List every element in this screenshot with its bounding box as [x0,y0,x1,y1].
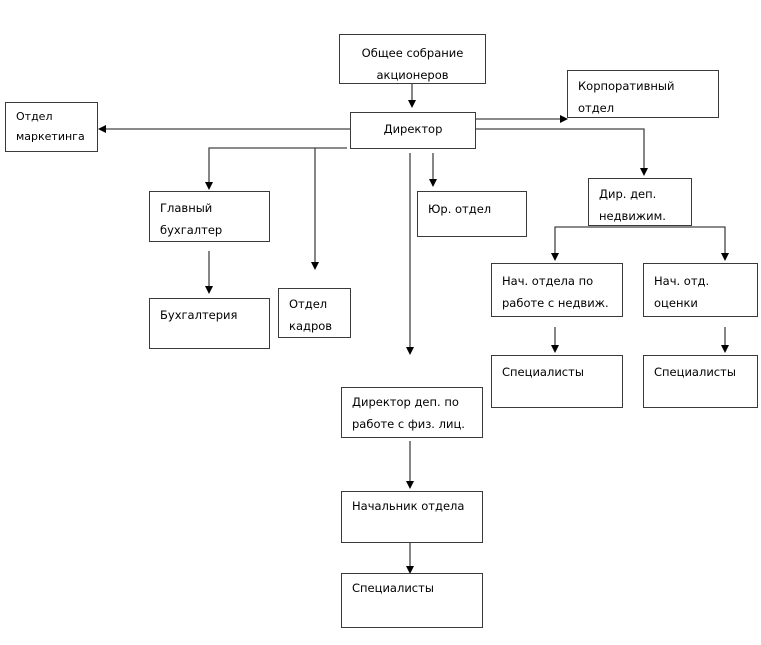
node-label: маркетинга [16,130,85,143]
arrowhead [560,115,568,123]
arrowhead [551,345,559,353]
node-label: недвижим. [599,209,666,223]
edge-realestate-director-heads [554,226,726,253]
arrowhead [406,566,414,574]
node-label: оценки [654,296,698,310]
node-label: Начальник отдела [352,499,465,513]
edge-director-chief-accountant [208,147,347,182]
arrowhead [98,125,106,133]
edge-director-realestate-director [476,128,645,168]
node-label: отдел [578,101,615,115]
node-realestate-director: Дир. деп. недвижим. [588,178,692,226]
node-label: Директор [383,122,443,136]
node-label: бухгалтер [160,223,223,237]
node-hr: Отдел кадров [278,288,351,338]
node-realestate-head: Нач. отдела по работе с недвиж. [491,263,623,317]
arrowhead [429,179,437,187]
node-label: Юр. отдел [428,202,492,216]
node-label: Бухгалтерия [160,308,238,322]
node-label: кадров [289,319,333,333]
arrowhead [721,253,729,261]
arrowhead [311,262,319,270]
arrowhead [406,347,414,355]
node-valuation-head: Нач. отд. оценки [643,263,758,317]
arrowhead [640,168,648,176]
node-label: Нач. отдела по [502,274,594,288]
node-realestate-specialists: Специалисты [491,355,623,408]
node-chief-accountant: Главный бухгалтер [149,191,270,242]
node-label: Общее собрание [361,46,464,60]
node-individuals-head: Начальник отдела [341,491,483,543]
arrowhead [408,100,416,108]
node-label: акционеров [376,68,449,82]
arrowhead [205,182,213,190]
arrowhead [205,286,213,294]
node-label: Специалисты [654,365,736,379]
node-label: Директор деп. по [352,395,459,409]
node-corporate: Корпоративный отдел [567,70,719,118]
arrowhead [406,481,414,489]
node-director: Директор [350,112,476,149]
node-shareholders: Общее собрание акционеров [339,34,486,84]
node-individuals-director: Директор деп. по работе с физ. лиц. [341,387,483,438]
arrowhead [551,253,559,261]
node-label: Главный [160,201,213,215]
node-label: Отдел [16,110,53,123]
node-marketing: Отдел маркетинга [5,102,98,152]
node-legal: Юр. отдел [417,191,527,237]
node-label: Специалисты [502,365,584,379]
node-accounting: Бухгалтерия [149,298,270,349]
node-label: работе с недвиж. [502,296,609,310]
node-label: Дир. деп. [599,187,657,201]
node-label: Специалисты [352,581,434,595]
node-label: Корпоративный [578,79,675,93]
node-label: Нач. отд. [654,274,710,288]
node-label: Отдел [289,297,328,311]
node-label: работе с физ. лиц. [352,417,465,431]
node-individuals-specialists: Специалисты [341,573,483,628]
arrowhead [721,345,729,353]
node-valuation-specialists: Специалисты [643,355,758,408]
